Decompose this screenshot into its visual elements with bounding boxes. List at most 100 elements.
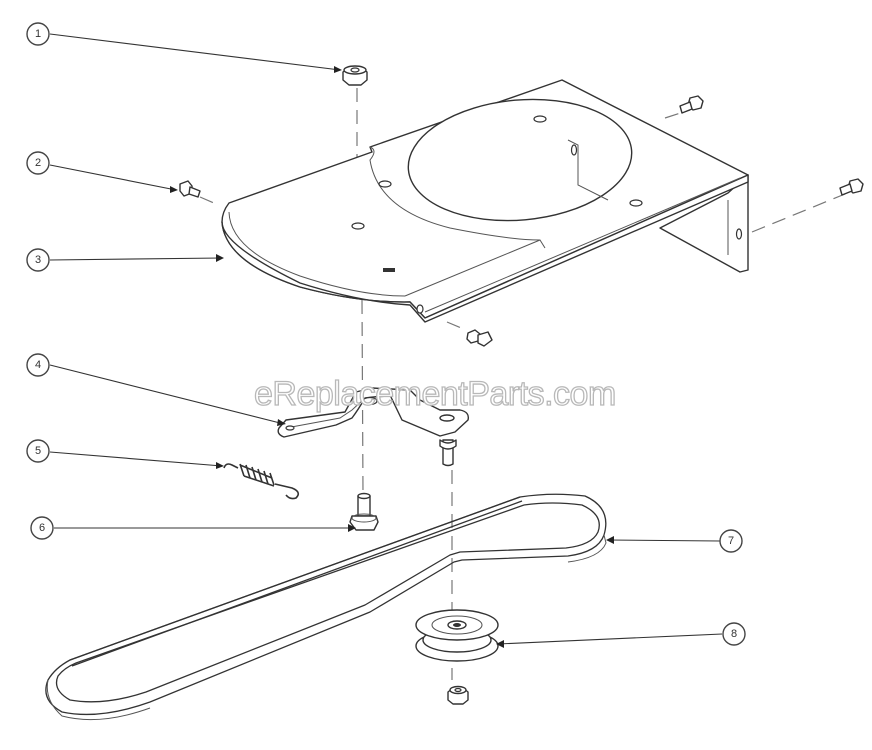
leader-5: [49, 451, 223, 467]
plate-hole-left: [378, 180, 392, 188]
plate-hole-front: [416, 304, 424, 314]
nut-bore: [350, 67, 360, 73]
arm-spindle-collar: [439, 439, 457, 450]
shoulder-bolt-flange: [349, 515, 379, 531]
callout-6-label: 6: [39, 522, 45, 534]
plate-hole-top: [533, 115, 547, 123]
axis-left-bolt: [199, 196, 215, 204]
callout-3-label: 3: [35, 254, 41, 266]
callout-6[interactable]: 6: [30, 516, 54, 540]
bolt-upper-right: [679, 95, 704, 114]
leader-8-arrow: [496, 640, 504, 648]
callout-8-circle: [722, 622, 746, 646]
callout-7[interactable]: 7: [719, 529, 743, 553]
arm-pivot-hole: [362, 396, 378, 406]
flange-hole: [735, 228, 743, 240]
plate-fold-line: [404, 239, 541, 297]
callout-2[interactable]: 2: [26, 151, 50, 175]
callout-5-label: 5: [35, 445, 41, 457]
idler-arm: [277, 387, 470, 467]
axis-upper-right-bolt: [664, 109, 691, 119]
callout-4-circle: [26, 353, 50, 377]
leader-4-arrow: [277, 419, 286, 426]
callout-2-label: 2: [35, 157, 41, 169]
leader-5-arrow: [216, 462, 224, 469]
spring-hook-left: [223, 463, 239, 469]
spring-hook-right: [274, 483, 300, 500]
belt-outer-top: [69, 496, 521, 661]
leader-3-arrow: [216, 254, 224, 262]
drive-belt: [45, 493, 607, 721]
bottom-nut-bore: [454, 687, 462, 693]
callout-7-circle: [719, 529, 743, 553]
bolt-left-shank: [188, 186, 201, 198]
plate-raised-step: [369, 146, 546, 249]
leader-4: [49, 364, 285, 425]
belt-inner-top: [71, 500, 523, 667]
bolt-lower-washer: [477, 331, 493, 347]
bolt-left: [179, 180, 201, 198]
leader-2-arrow: [170, 186, 178, 193]
callout-5-circle: [26, 439, 50, 463]
leader-6-arrow: [348, 524, 356, 532]
plate-front-fold: [424, 177, 741, 313]
callout-1-label: 1: [35, 28, 41, 40]
callout-1[interactable]: 1: [26, 22, 50, 46]
callout-3-circle: [26, 248, 50, 272]
bolt-lower: [466, 329, 493, 347]
pulley-hub: [431, 615, 483, 635]
bolt-ur-shank: [679, 101, 693, 114]
flange-nut-bottom: [447, 685, 469, 705]
mounting-bracket-plate: [221, 79, 749, 323]
bolt-right: [839, 178, 864, 196]
leader-7-arrow: [606, 536, 614, 544]
shoulder-bolt-flange-edge: [351, 513, 377, 523]
leader-7: [607, 539, 721, 542]
leader-1-arrow: [334, 66, 342, 73]
axis-right-bolt: [751, 193, 846, 233]
belt-side-right: [567, 534, 607, 563]
leader-3: [49, 257, 223, 261]
plate-label-mark: [383, 268, 395, 272]
leader-8: [497, 633, 723, 645]
callout-3[interactable]: 3: [26, 248, 50, 272]
plate-large-opening: [407, 98, 633, 222]
callout-7-label: 7: [728, 535, 734, 547]
axis-lower-bolt: [446, 321, 467, 331]
callout-8[interactable]: 8: [722, 622, 746, 646]
callout-1-circle: [26, 22, 50, 46]
pulley-bore: [453, 623, 461, 627]
callout-5[interactable]: 5: [26, 439, 50, 463]
bracket-side-flange: [659, 174, 749, 273]
idler-pulley: [415, 609, 499, 662]
shoulder-bolt: [349, 492, 379, 531]
shoulder-bolt-top: [357, 492, 371, 500]
watermark-text: eReplacementParts.com: [254, 375, 616, 413]
arm-spring-hole: [285, 425, 295, 431]
plate-hole-center: [351, 222, 365, 230]
plate-curved-rim: [228, 211, 406, 297]
callout-8-label: 8: [731, 628, 737, 640]
leader-2: [49, 164, 177, 191]
spring-coils: [239, 463, 275, 486]
flange-nut-top: [342, 65, 368, 86]
belt-side-bottom: [46, 679, 151, 721]
plate-front-lip: [221, 174, 749, 323]
extension-spring: [223, 463, 300, 500]
arm-stud-top: [439, 414, 455, 422]
callout-leaders: [49, 33, 723, 648]
belt-outer-edge: [45, 493, 607, 716]
opening-inner-flange: [567, 139, 609, 201]
callout-4[interactable]: 4: [26, 353, 50, 377]
opening-flange-hole: [570, 144, 578, 156]
callout-6-circle: [30, 516, 54, 540]
leader-1: [49, 33, 341, 71]
belt-inner-edge: [55, 502, 600, 703]
callout-4-label: 4: [35, 359, 41, 371]
plate-hole-right: [629, 199, 643, 207]
bolt-right-shank: [839, 183, 853, 196]
callout-2-circle: [26, 151, 50, 175]
spring-body-edge: [239, 464, 275, 487]
